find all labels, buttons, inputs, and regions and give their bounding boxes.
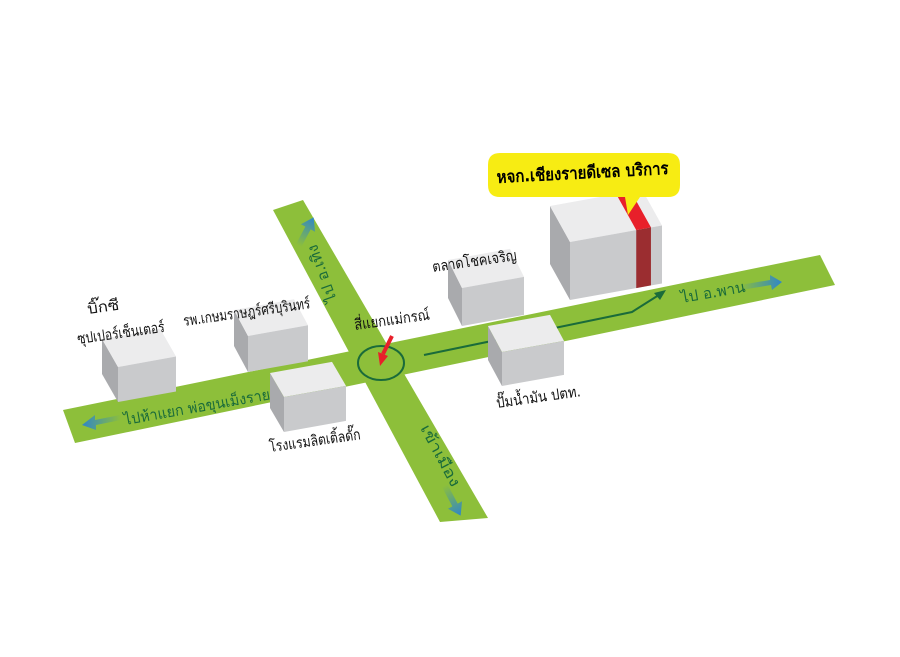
- building-hospital-front: [248, 325, 308, 372]
- building-gas-station: [488, 314, 564, 386]
- building-gas-station-front: [502, 340, 564, 386]
- intersection-marker: [357, 345, 405, 381]
- building-market: [448, 248, 524, 326]
- building-hospital-top: [234, 299, 308, 336]
- dealer-red-stripe-top: [616, 191, 651, 231]
- building-market-front: [462, 276, 524, 326]
- arrow-to-thoeng-icon: [295, 217, 316, 248]
- label-gas-station: ปั๊มน้ำมัน ปตท.: [495, 380, 582, 412]
- label-bigc-line1: บิ๊กซี: [86, 294, 120, 318]
- building-bigc-side: [102, 339, 118, 402]
- building-bigc: [102, 328, 176, 402]
- route-arrowhead-icon: [654, 290, 666, 300]
- red-pointer-arrow-icon: [378, 335, 394, 366]
- arrow-to-city-icon: [442, 484, 463, 516]
- building-dealer-side: [550, 206, 570, 300]
- building-market-side: [448, 260, 462, 326]
- building-hotel-top: [270, 361, 346, 397]
- arrow-to-pho-khun-icon: [82, 415, 121, 430]
- building-hotel-front: [284, 385, 346, 432]
- building-dealer: [550, 189, 662, 300]
- building-market-top: [448, 248, 524, 288]
- building-hotel-side: [270, 373, 284, 432]
- dealer-red-stripe-front: [636, 227, 651, 289]
- building-hotel: [270, 361, 346, 432]
- arrow-to-phan-icon: [740, 275, 782, 290]
- building-bigc-front: [118, 356, 176, 402]
- building-hospital-side: [234, 310, 248, 372]
- dealer-callout: หจก.เชียงรายดีเซล บริการ: [488, 153, 680, 215]
- building-bigc-top: [102, 328, 176, 367]
- building-gas-station-side: [488, 326, 502, 386]
- building-hospital: [234, 299, 308, 372]
- building-gas-station-top: [488, 314, 564, 352]
